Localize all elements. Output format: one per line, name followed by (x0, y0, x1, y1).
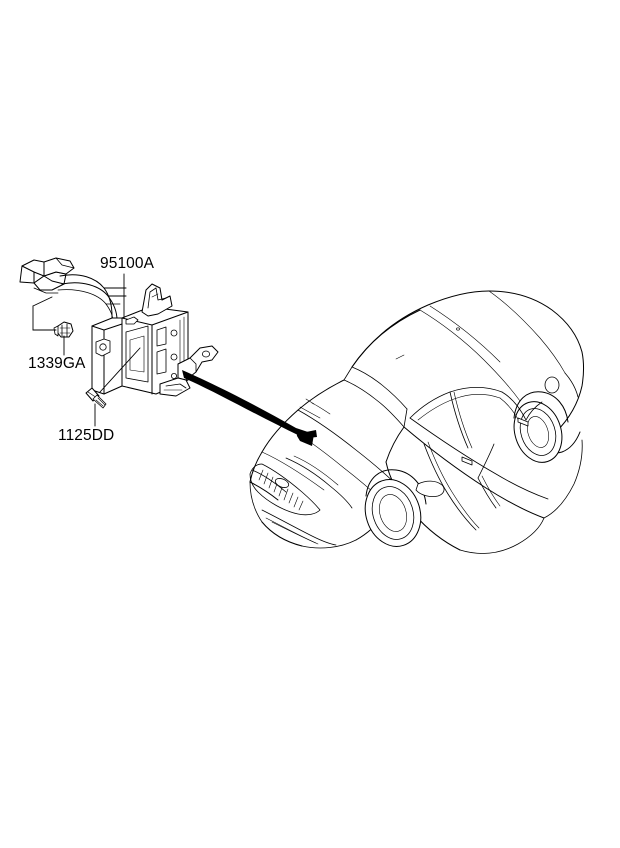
bolt-part (85, 387, 107, 409)
vehicle-line-drawing (249, 290, 584, 554)
label-nut: 1339GA (28, 355, 86, 372)
ecu-assembly-group (19, 257, 219, 427)
control-module-body (91, 283, 189, 395)
front-wheel (364, 469, 427, 547)
nut-part (53, 321, 74, 338)
leader-line-bolt-to-module (99, 347, 141, 393)
front-grille (249, 463, 321, 516)
leader-line-nut-branch3 (32, 296, 53, 307)
mounting-bracket-arm (159, 345, 219, 397)
rear-wheel (513, 391, 569, 463)
label-engine-control-module: 95100A (100, 255, 155, 272)
harness-protector (19, 257, 75, 294)
label-bolt: 1125DD (58, 427, 114, 444)
